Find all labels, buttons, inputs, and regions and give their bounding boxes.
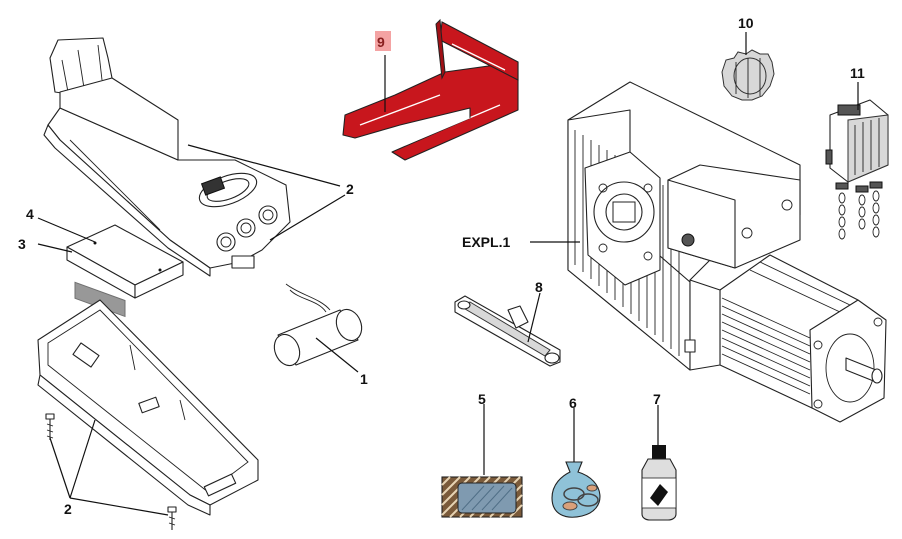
screw-2[interactable]: [167, 506, 177, 530]
mounting-bracket[interactable]: [342, 18, 519, 161]
label-2-top[interactable]: 2: [346, 181, 354, 197]
hardware-bag[interactable]: [551, 461, 601, 518]
label-9[interactable]: 9: [377, 34, 385, 50]
label-6[interactable]: 6: [569, 395, 577, 411]
leader-lines: [37, 32, 859, 516]
screw-1[interactable]: [45, 413, 55, 440]
pinion-gear[interactable]: [721, 49, 775, 101]
label-2-bottom[interactable]: 2: [64, 501, 72, 517]
limit-switch-unit[interactable]: [825, 99, 889, 240]
label-4[interactable]: 4: [26, 206, 34, 222]
motor-fins: [721, 261, 851, 395]
grease-pack[interactable]: [441, 476, 523, 518]
cable-glands: [216, 205, 278, 252]
control-box-base[interactable]: [37, 299, 259, 516]
gear-motor-assembly[interactable]: [567, 81, 887, 423]
oil-bottle[interactable]: [641, 445, 677, 521]
label-11[interactable]: 11: [850, 65, 865, 81]
release-lever[interactable]: [454, 295, 561, 367]
label-5[interactable]: 5: [478, 391, 486, 407]
label-10[interactable]: 10: [738, 15, 754, 31]
keypad: [198, 172, 258, 208]
label-3[interactable]: 3: [18, 236, 26, 252]
part-labels: 9 10 11 2 4 3 EXPL.1 8 1 5 6 7 2: [18, 15, 865, 517]
control-pcb[interactable]: [66, 224, 184, 318]
label-1[interactable]: 1: [360, 371, 368, 387]
capacitor[interactable]: [270, 283, 366, 369]
control-box-lid[interactable]: [43, 37, 291, 277]
label-7[interactable]: 7: [653, 391, 661, 407]
label-8[interactable]: 8: [535, 279, 543, 295]
label-9-highlight: [375, 31, 391, 51]
label-expl1[interactable]: EXPL.1: [462, 234, 510, 250]
chains: [835, 181, 883, 240]
